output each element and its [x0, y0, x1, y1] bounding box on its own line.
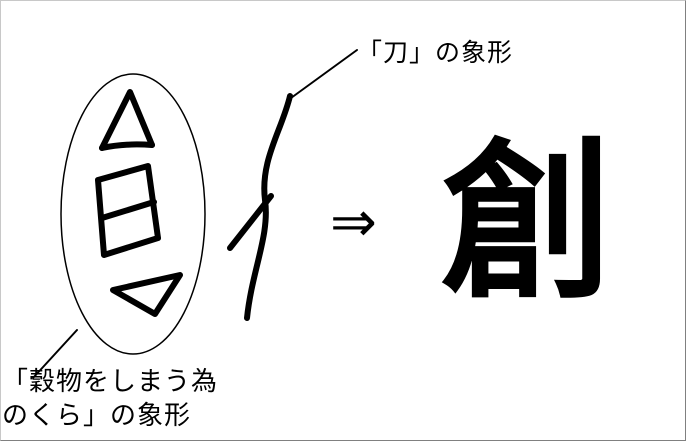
result-kanji: 創: [441, 122, 613, 323]
granary-highlight-ellipse: [60, 73, 206, 355]
leader-lines: [32, 49, 358, 379]
transform-arrow: ⇒: [330, 190, 377, 255]
sword-leader-line: [290, 49, 358, 99]
granary-leader-line: [32, 329, 78, 379]
granary-roof-glyph: [99, 89, 155, 151]
granary-label-line-1: 「穀物をしまう為: [2, 367, 219, 397]
granary-pictograph-label: 「穀物をしまう為 のくら」の象形: [2, 365, 218, 433]
granary-body-glyph: [95, 163, 161, 258]
granary-label-line-2: のくら」の象形: [2, 401, 192, 431]
sword-pictograph-label: 「刀」の象形: [357, 38, 514, 67]
granary-base-glyph: [110, 272, 183, 317]
sword-glyph: [227, 93, 293, 321]
